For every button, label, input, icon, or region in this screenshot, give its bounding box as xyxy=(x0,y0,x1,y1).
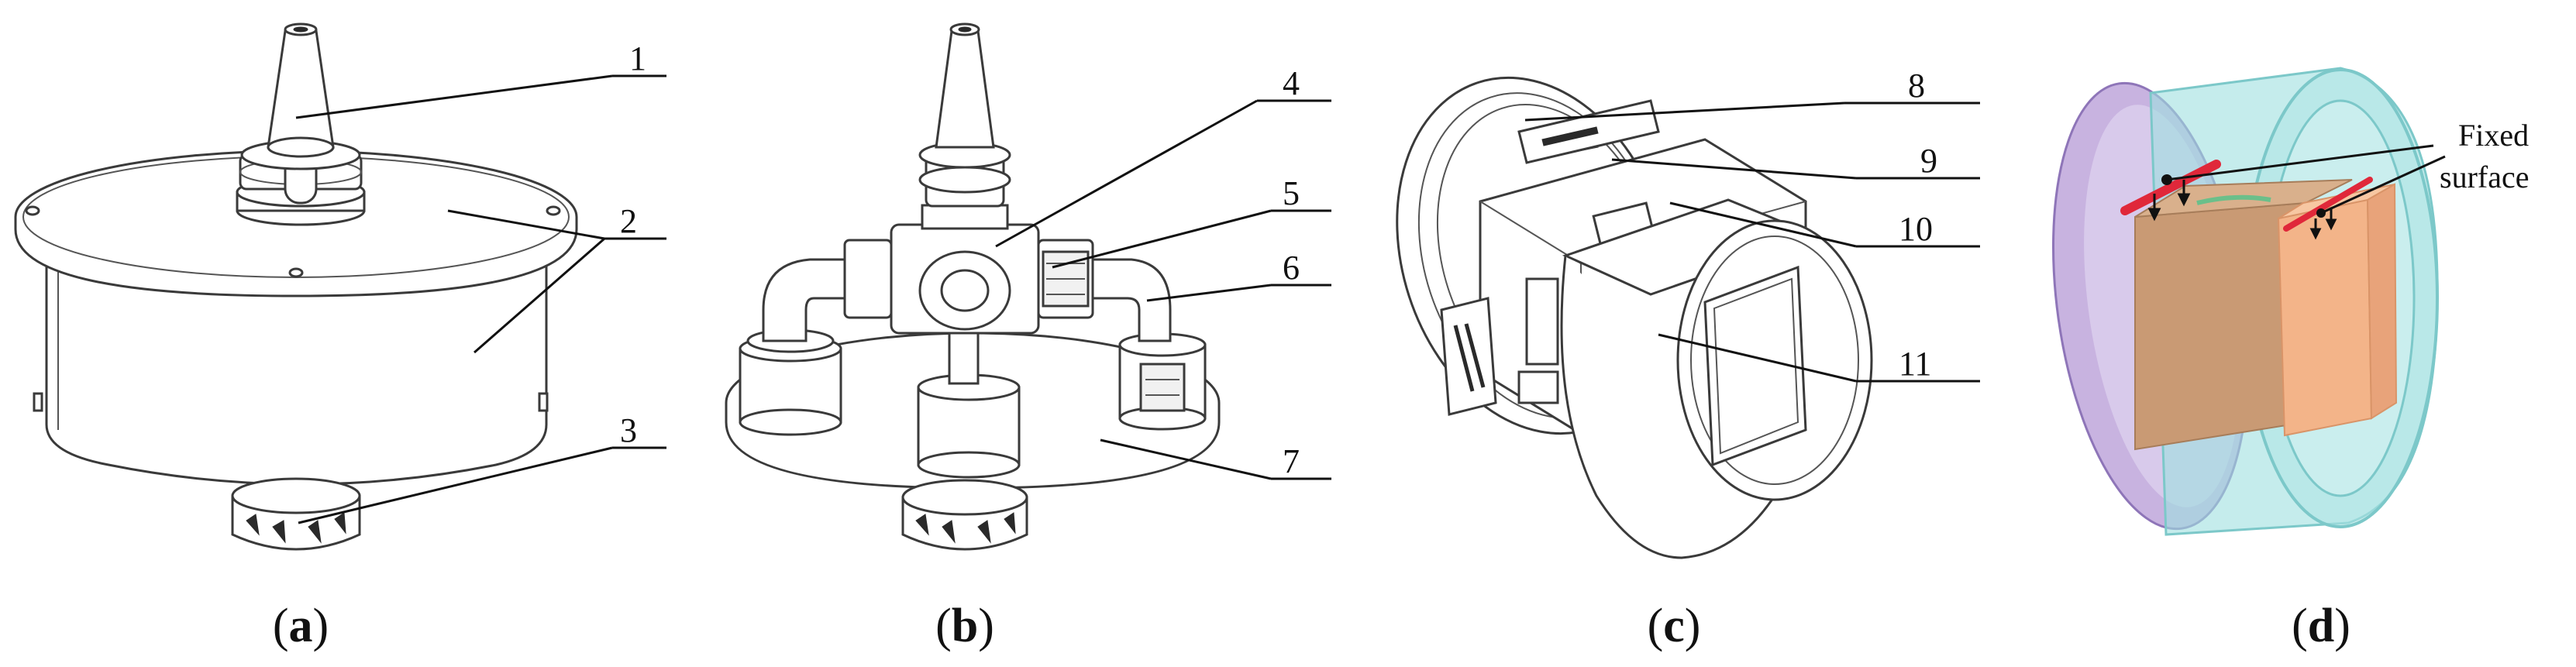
fixed-surface-label-line1: Fixed xyxy=(2458,118,2529,153)
callout-11: 11 xyxy=(1899,345,1931,383)
callout-1: 1 xyxy=(629,40,646,77)
leader-7 xyxy=(1100,438,1272,480)
panel-c-drawing xyxy=(1396,76,1873,559)
panel-label-a: (a) xyxy=(273,600,329,652)
leader-3 xyxy=(298,446,613,524)
callout-4: 4 xyxy=(1283,64,1300,102)
panel-label-b: (b) xyxy=(935,600,994,652)
callout-7: 7 xyxy=(1283,442,1300,480)
panel-label-d: (d) xyxy=(2292,600,2350,652)
leader-11 xyxy=(1658,333,1857,383)
panel-d-drawing xyxy=(2052,67,2446,536)
panel-a-leaders xyxy=(295,74,666,524)
leader-1 xyxy=(295,74,613,119)
leader-6 xyxy=(1146,284,1272,302)
panel-a-drawing xyxy=(14,22,578,551)
fixed-surface-right xyxy=(2283,177,2373,232)
block-right xyxy=(2277,198,2373,437)
leader-2 xyxy=(447,209,605,240)
leader-4 xyxy=(995,99,1258,248)
leader-10 xyxy=(1669,201,1857,248)
panel-label-c: (c) xyxy=(1648,600,1701,652)
callout-9: 9 xyxy=(1920,142,1937,180)
panel-b-drawing xyxy=(725,22,1221,551)
leader-8 xyxy=(1524,101,1845,122)
callout-6: 6 xyxy=(1283,249,1300,287)
leader-9 xyxy=(1611,158,1857,180)
callout-8: 8 xyxy=(1908,67,1925,105)
callout-10: 10 xyxy=(1899,210,1933,248)
panel-b-leaders xyxy=(995,99,1331,480)
callout-5: 5 xyxy=(1283,174,1300,212)
callout-3: 3 xyxy=(620,411,637,449)
callout-2: 2 xyxy=(620,202,637,240)
fixed-surface-label-line2: surface xyxy=(2440,160,2529,194)
constraint-arrows xyxy=(2147,180,2337,240)
panel-c-leaders xyxy=(1524,101,1980,383)
leader-5 xyxy=(1052,209,1272,269)
fixed-surface-left xyxy=(2120,160,2221,215)
